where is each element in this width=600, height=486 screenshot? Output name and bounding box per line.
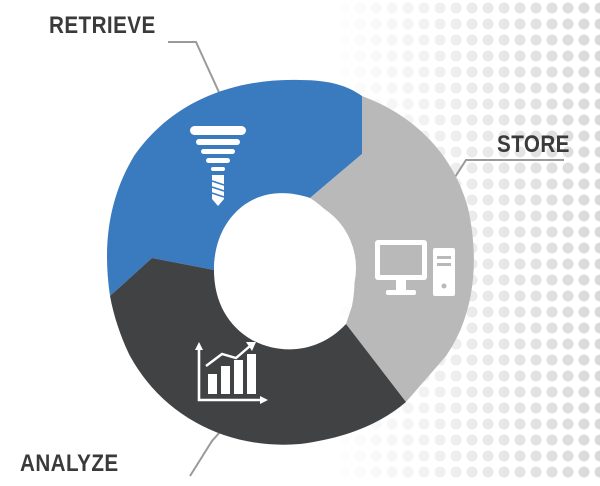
bar-chart-growth-icon (195, 342, 268, 404)
segment-retrieve (107, 79, 362, 297)
center-hole (214, 197, 356, 339)
segment-analyze (110, 258, 406, 445)
label-retrieve: RETRIEVE (49, 12, 156, 39)
desktop-computer-icon (375, 240, 455, 296)
label-store: STORE (497, 131, 570, 158)
retrieve-leader-line (168, 41, 229, 113)
label-analyze: ANALYZE (20, 450, 119, 477)
spindle-icon (190, 126, 246, 206)
